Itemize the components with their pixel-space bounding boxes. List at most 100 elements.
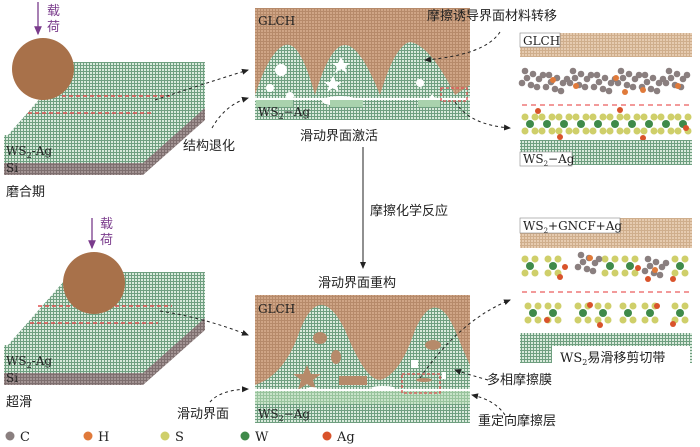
sulfur-atom	[616, 127, 624, 135]
sulfur-atom	[604, 302, 612, 310]
stage-label-running-in: 磨合期	[6, 185, 45, 200]
carbon-atom	[566, 79, 574, 87]
carbon-atom	[579, 258, 587, 266]
multiphase-film-label: 多相摩擦膜	[487, 372, 552, 388]
carbon-atom	[559, 79, 567, 87]
carbon-atom	[535, 75, 543, 83]
sulfur-atom	[640, 127, 648, 135]
sulfur-atom	[548, 113, 556, 121]
carbon-atom	[589, 267, 597, 275]
silver-atom	[535, 108, 541, 114]
sulfur-atom	[584, 316, 592, 324]
debris	[275, 64, 287, 76]
sulfur-atom	[544, 255, 552, 263]
sulfur-atom	[599, 113, 607, 121]
sulfur-atom	[674, 113, 682, 121]
carbon-atom	[577, 251, 585, 259]
load-label: 荷	[47, 20, 60, 35]
tungsten-atom	[549, 262, 557, 270]
carbon-atom	[595, 78, 603, 86]
film-label: WS2-Ag	[6, 144, 52, 160]
counterface-ball	[63, 252, 125, 314]
carbon-atom	[574, 263, 582, 271]
ws2-ag-detail-label: WS2−Ag	[523, 152, 575, 168]
legend-label: S	[175, 430, 184, 445]
sulfur-atom	[611, 269, 619, 277]
sulfur-atom	[641, 302, 649, 310]
carbon-atom	[599, 85, 607, 93]
carbon-chain-layer	[518, 67, 691, 95]
substrate-label: Si	[6, 371, 18, 385]
sulfur-atom	[667, 127, 675, 135]
sulfur-atom	[623, 127, 631, 135]
carbon-atom	[595, 255, 603, 263]
sulfur-atom	[629, 302, 637, 310]
carbon-atom	[529, 70, 537, 78]
sliding-interface-label: 滑动界面	[177, 407, 229, 422]
sulfur-atom	[601, 269, 609, 277]
sulfur-atom	[681, 302, 689, 310]
sulfur-atom	[633, 127, 641, 135]
sulfur-atom	[623, 113, 631, 121]
carbon-atom	[617, 67, 625, 75]
sulfur-atom	[651, 316, 659, 324]
tungsten-atom	[624, 309, 632, 317]
legend-swatch	[322, 431, 332, 441]
zoom-region-box	[401, 373, 441, 394]
carbon-atom	[583, 265, 591, 273]
sulfur-atom	[671, 302, 679, 310]
sulfur-atom	[554, 302, 562, 310]
sulfur-atom	[657, 127, 665, 135]
carbon-atom	[523, 74, 531, 82]
sulfur-atom	[524, 316, 532, 324]
sulfur-atom	[671, 269, 679, 277]
film-front-face	[4, 345, 143, 373]
carbon-atom	[665, 67, 673, 75]
silver-atom	[587, 302, 593, 308]
interface-reconstruction-panel: GLCH WS2−Ag 滑动界面重构	[255, 275, 470, 423]
carbon-atom	[583, 75, 591, 83]
connector-arrow	[454, 101, 511, 131]
sulfur-atom	[667, 113, 675, 121]
tungsten-atom	[560, 120, 568, 128]
carbon-atom	[673, 70, 681, 78]
sulfur-atom	[681, 316, 689, 324]
sulfur-atom	[631, 255, 639, 263]
carbon-atom	[539, 71, 547, 79]
sulfur-atom	[544, 269, 552, 277]
sulfur-atom	[594, 316, 602, 324]
carbon-atom	[655, 79, 663, 87]
carbon-atom	[647, 85, 655, 93]
substrate-front-face	[4, 163, 143, 175]
sulfur-atom	[674, 127, 682, 135]
sulfur-atom	[671, 255, 679, 263]
legend-label: H	[98, 430, 109, 445]
carbon-atom	[649, 74, 657, 82]
tungsten-atom	[646, 309, 654, 317]
carbon-atom	[623, 81, 631, 89]
sulfur-atom	[554, 255, 562, 263]
silver-atom	[670, 321, 676, 327]
carbon-atom	[577, 70, 585, 78]
sulfur-atom	[521, 113, 529, 121]
carbon-atom	[591, 259, 599, 267]
running-in-block: 载 荷 WS2-Ag Si 磨合期	[4, 2, 205, 200]
bottom-atomic-detail: WS2+GNCF+Ag WS2易滑移剪切带	[519, 217, 692, 367]
hydrogen-atom	[622, 89, 628, 95]
transfer-label: 摩擦诱导界面材料转移	[427, 8, 557, 24]
hydrogen-atom	[652, 267, 658, 273]
carbon-atom	[527, 81, 535, 89]
silver-atom	[670, 276, 676, 282]
carbon-atom	[631, 75, 639, 83]
carbon-atom	[581, 83, 589, 91]
carbon-atom	[521, 67, 529, 75]
tungsten-atom	[599, 309, 607, 317]
carbon-atom	[593, 71, 601, 79]
sulfur-atom	[606, 127, 614, 135]
sulfur-atom	[681, 269, 689, 277]
counterface-ball	[12, 38, 74, 100]
superlubric-block: 载 荷 WS2-Ag Si 超滑	[4, 217, 205, 410]
tungsten-atom	[549, 309, 557, 317]
film-label: WS2−Ag	[258, 105, 310, 121]
silver-atom	[645, 276, 651, 282]
